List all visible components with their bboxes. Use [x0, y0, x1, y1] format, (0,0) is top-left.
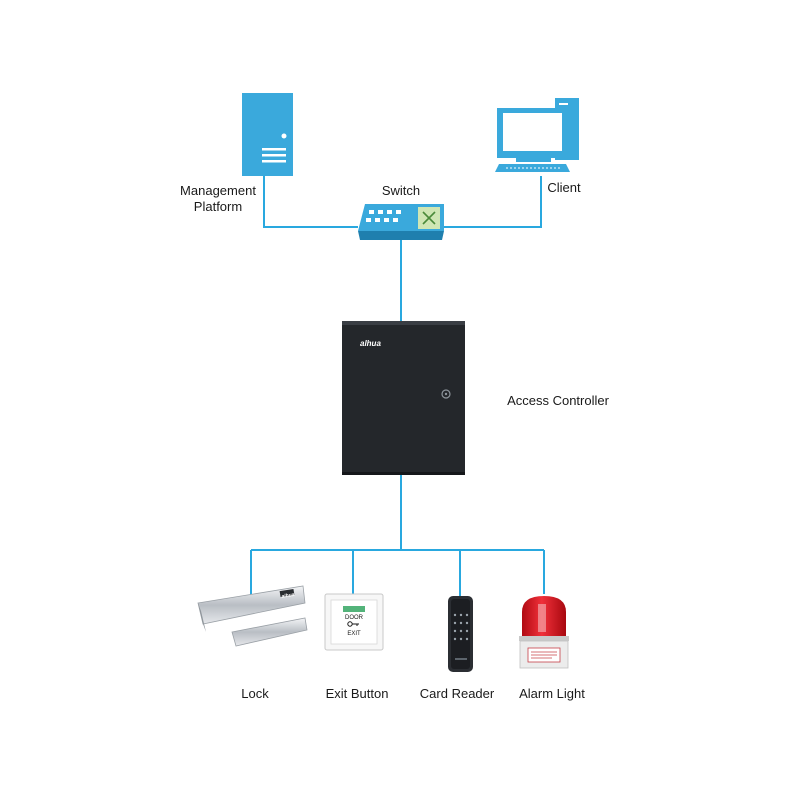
- connection-lines: [250, 176, 545, 598]
- management-platform-label-line1: Management: [180, 183, 256, 198]
- management-platform-label-line2: Platform: [193, 199, 243, 214]
- exit-button-text-bottom: EXIT: [347, 631, 361, 637]
- switch-label: Switch: [381, 183, 421, 198]
- lock-label: Lock: [241, 686, 269, 701]
- desktop-computer-icon: [495, 98, 579, 172]
- magnetic-lock-icon: [197, 585, 308, 647]
- controller-brand-logo: alhua: [360, 339, 381, 348]
- server-icon: [242, 93, 293, 176]
- management-platform-label: Management Platform: [170, 183, 266, 215]
- exit-button-icon: [324, 593, 384, 651]
- exit-button-text-top: DOOR: [345, 615, 364, 621]
- access-controller-cabinet: [342, 321, 465, 475]
- alarm-light-icon: [519, 596, 569, 669]
- card-reader-label: Card Reader: [419, 686, 495, 701]
- link-platform-switch: [263, 176, 358, 228]
- network-switch-icon: [358, 204, 444, 240]
- alarm-light-label: Alarm Light: [519, 686, 585, 701]
- client-label: Client: [547, 180, 581, 195]
- lock-brand-logo: alhua: [281, 592, 295, 600]
- link-switch-client: [444, 176, 542, 228]
- card-reader-icon: [448, 596, 473, 672]
- exit-button-label: Exit Button: [325, 686, 389, 701]
- access-controller-label: Access Controller: [507, 393, 609, 408]
